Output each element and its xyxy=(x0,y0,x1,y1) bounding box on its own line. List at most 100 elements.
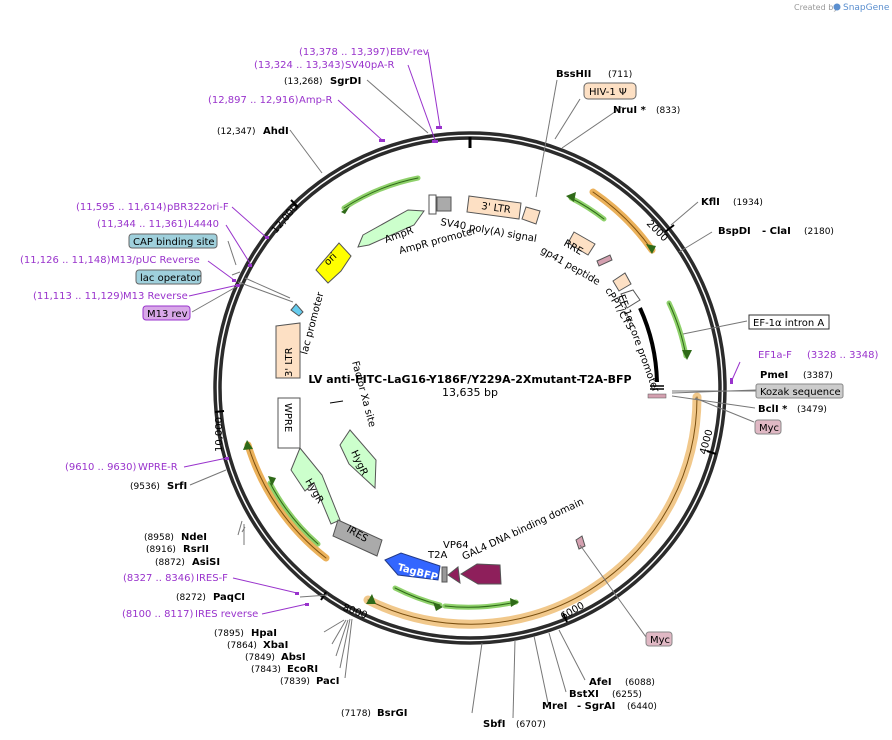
primer-ebv-rev[interactable]: EBV-rev xyxy=(390,47,429,58)
enzyme-ndei-pos: (8958) xyxy=(144,533,174,543)
ef1a-core-promoter-arc xyxy=(638,307,659,383)
primer-pbr322ori-f[interactable]: pBR322ori-F xyxy=(167,202,229,213)
tagbfp-shape xyxy=(384,552,441,581)
label-3ltr-left: 3' LTR xyxy=(284,347,295,377)
enzyme-bsshii[interactable]: BssHII xyxy=(556,69,591,80)
enzyme-pmei[interactable]: PmeI xyxy=(760,370,788,381)
enzyme-ecori-pos: (7843) xyxy=(251,665,281,675)
enzyme-sgrdi[interactable]: SgrDI xyxy=(330,76,361,87)
tick-marks xyxy=(214,199,717,623)
primer-amp-r-pos: (12,897 .. 12,916) xyxy=(208,95,299,106)
enzyme-absi[interactable]: AbsI xyxy=(281,652,306,663)
label-gal4: GAL4 DNA binding domain xyxy=(461,497,586,563)
primer-amp-r[interactable]: Amp-R xyxy=(299,95,333,106)
enzyme-xbai[interactable]: XbaI xyxy=(263,640,288,651)
ltr-top-shape xyxy=(466,195,522,220)
vp64-shape xyxy=(447,566,461,585)
enzyme-ecori[interactable]: EcoRI xyxy=(287,664,318,675)
enzyme-ndei[interactable]: NdeI xyxy=(181,532,207,543)
enzyme-absi-pos: (7849) xyxy=(245,653,275,663)
enzyme-rsrii-pos: (8916) xyxy=(146,545,176,555)
lac-operator-mark xyxy=(290,303,304,317)
enzyme-bsshii-pos: (711) xyxy=(608,70,632,80)
plasmid-size: 13,635 bp xyxy=(442,386,498,399)
gp41-shape xyxy=(596,254,613,267)
enzyme-hpai[interactable]: HpaI xyxy=(251,628,277,639)
orf-arrowheads xyxy=(243,192,692,611)
label-t2a: T2A xyxy=(427,550,447,561)
ltr-left-shape xyxy=(275,322,301,379)
enzyme-hpai-pos: (7895) xyxy=(214,629,244,639)
primer-l4440[interactable]: L4440 xyxy=(188,219,219,230)
svg-text:Myc: Myc xyxy=(759,423,779,434)
enzyme-asisi[interactable]: AsiSI xyxy=(192,557,220,568)
primer-ef1a-f[interactable]: EF1a-F xyxy=(758,350,792,361)
enzyme-ahdi[interactable]: AhdI xyxy=(263,126,289,137)
myc-mark xyxy=(575,535,586,550)
cap-binding-box[interactable]: CAP binding site xyxy=(128,233,218,249)
label-wpre: WPRE xyxy=(282,403,293,432)
primer-m13-puc[interactable]: M13/pUC Reverse xyxy=(111,255,200,266)
enzyme-sbfi[interactable]: SbfI xyxy=(483,719,505,730)
ampr-shape xyxy=(357,209,425,248)
kozak-mark xyxy=(647,393,667,399)
hiv-psi-box[interactable]: HIV-1 Ψ xyxy=(583,82,637,100)
myc-box-1[interactable]: Myc xyxy=(754,419,782,435)
primer-sv40pa-r[interactable]: SV40pA-R xyxy=(345,60,394,71)
enzyme-kfli[interactable]: KflI xyxy=(701,197,720,208)
primer-ebv-rev-pos: (13,378 .. 13,397) xyxy=(299,47,390,58)
enzyme-clai-pos: (2180) xyxy=(804,227,834,237)
myc-box-2[interactable]: Myc xyxy=(645,631,673,647)
svg-text:Myc: Myc xyxy=(650,635,670,646)
hygr-inner-shape xyxy=(339,429,377,490)
ef1a-intron-bars xyxy=(650,385,664,390)
enzyme-mrei[interactable]: MreI xyxy=(542,701,567,712)
enzyme-pmei-pos: (3387) xyxy=(803,371,833,381)
enzyme-bstxi[interactable]: BstXI xyxy=(569,689,599,700)
t2a-shape xyxy=(441,566,448,583)
enzyme-clai[interactable]: - ClaI xyxy=(762,226,791,237)
svg-text:HIV-1 Ψ: HIV-1 Ψ xyxy=(589,87,627,98)
ef1a-intron-box[interactable]: EF-1α intron A xyxy=(748,314,830,330)
plasmid-name: LV anti-FITC-LaG16-Y186F/Y229A-2Xmutant-… xyxy=(308,373,631,386)
svg-text:lac operator: lac operator xyxy=(140,273,201,284)
label-lac-promoter: lac promoter xyxy=(299,290,326,356)
enzyme-bcli[interactable]: BclI * xyxy=(758,404,788,415)
primer-wpre-r-pos: (9610 .. 9630) xyxy=(65,462,137,473)
enzyme-paqci[interactable]: PaqCI xyxy=(213,592,245,603)
enzyme-paci[interactable]: PacI xyxy=(316,676,339,687)
ef1a-core-shape xyxy=(620,289,641,309)
primer-ires-f-pos: (8327 .. 8346) xyxy=(123,573,195,584)
enzyme-bcli-pos: (3479) xyxy=(797,405,827,415)
enzyme-nrui[interactable]: NruI * xyxy=(613,105,647,116)
enzyme-ahdi-pos: (12,347) xyxy=(217,127,256,137)
enzyme-bsrgi[interactable]: BsrGI xyxy=(377,708,407,719)
created-by-text: Created by xyxy=(794,3,838,12)
enzyme-afei[interactable]: AfeI xyxy=(589,677,612,688)
svg-text:Kozak sequence: Kozak sequence xyxy=(760,387,841,398)
label-3ltr-top: 3' LTR xyxy=(481,201,512,216)
primer-wpre-r[interactable]: WPRE-R xyxy=(138,462,178,473)
lac-operator-box[interactable]: lac operator xyxy=(135,269,202,285)
enzyme-bspdi[interactable]: BspDI xyxy=(718,226,751,237)
snapgene-logo-icon xyxy=(833,3,841,11)
backbone-outer xyxy=(213,131,727,645)
kozak-box[interactable]: Kozak sequence xyxy=(755,383,844,399)
m13-rev-box[interactable]: M13 rev xyxy=(142,305,191,321)
primer-m13-reverse[interactable]: M13 Reverse xyxy=(123,291,188,302)
hygr-outer-shape xyxy=(290,447,341,525)
enzyme-paci-pos: (7839) xyxy=(280,677,310,687)
enzyme-rsrii[interactable]: RsrII xyxy=(183,544,209,555)
ampr-promoter-shape xyxy=(428,194,437,215)
label-factor-xa: Factor Xa site xyxy=(349,360,377,429)
enzyme-sgrdi-pos: (13,268) xyxy=(284,77,323,87)
enzyme-sgrai[interactable]: - SgrAI xyxy=(577,701,615,712)
primer-ires-reverse[interactable]: IRES reverse xyxy=(195,609,258,620)
primer-ires-f[interactable]: IRES-F xyxy=(196,573,228,584)
enzyme-nrui-pos: (833) xyxy=(656,106,680,116)
ires-shape xyxy=(332,519,383,557)
primer-ires-reverse-pos: (8100 .. 8117) xyxy=(122,609,194,620)
enzyme-srfi[interactable]: SrfI xyxy=(167,481,187,492)
primer-l4440-pos: (11,344 .. 11,361) xyxy=(97,219,188,230)
